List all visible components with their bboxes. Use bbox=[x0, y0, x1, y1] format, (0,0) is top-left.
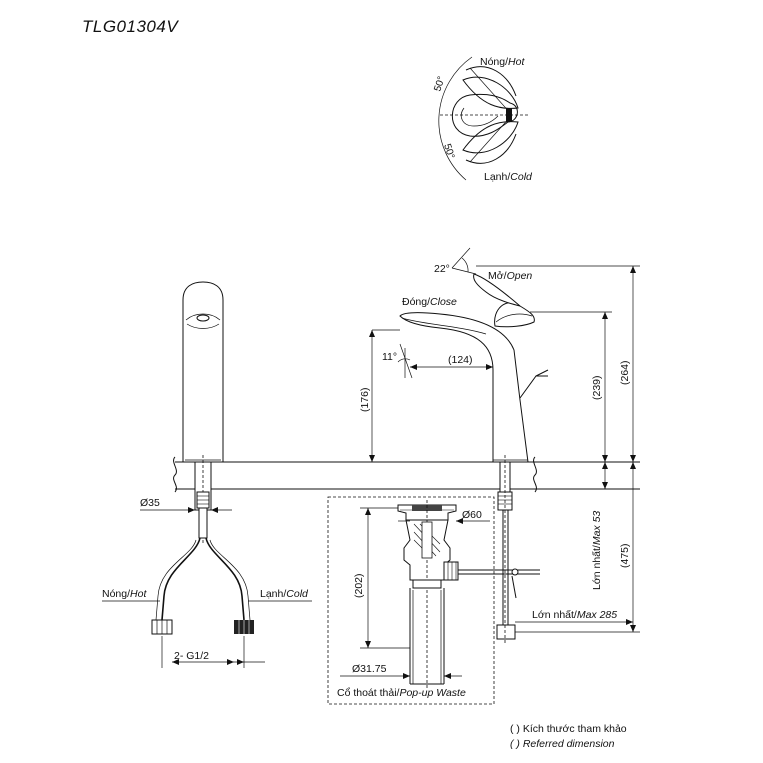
svg-text:Lớn nhất/Max 53: Lớn nhất/Max 53 bbox=[591, 511, 603, 590]
front-cold-label-en: Cold bbox=[286, 588, 309, 600]
svg-text:Nóng/Hot: Nóng/Hot bbox=[102, 588, 147, 600]
model-number: TLG01304V bbox=[82, 17, 179, 36]
svg-text:Mở/Open: Mở/Open bbox=[488, 270, 532, 282]
close-label-en: Close bbox=[430, 296, 457, 308]
angle-spout: 11° bbox=[382, 351, 397, 363]
dim-shank: Ø35 bbox=[140, 497, 160, 509]
dim-waste-height: (202) bbox=[353, 573, 365, 598]
front-view: Ø35 Nóng/Hot Lạnh/Cold 2- G1/2 bbox=[102, 281, 312, 668]
open-label: Mở/ bbox=[488, 270, 507, 282]
svg-text:Nóng/Hot: Nóng/Hot bbox=[480, 56, 525, 68]
close-label: Đóng/ bbox=[402, 296, 430, 308]
front-hot-label: Nóng/ bbox=[102, 588, 130, 600]
front-cold-label: Lạnh/ bbox=[260, 588, 286, 600]
angle-hot: 50° bbox=[432, 75, 447, 93]
max-53-label-en: Max 53 bbox=[591, 511, 603, 546]
open-label-en: Open bbox=[507, 270, 533, 282]
max-53-label: Lớn nhất/ bbox=[591, 545, 603, 590]
dim-reach: (124) bbox=[448, 354, 473, 366]
angle-open: 22° bbox=[434, 263, 450, 275]
svg-text:Lạnh/Cold: Lạnh/Cold bbox=[260, 588, 309, 600]
dim-waste-pipe: Ø31.75 bbox=[352, 663, 387, 675]
hot-label-en: Hot bbox=[508, 56, 525, 68]
svg-text:Lớn nhất/Max 285: Lớn nhất/Max 285 bbox=[532, 609, 617, 621]
popup-waste: Ø60 (202) Ø31.75 Cổ thoát thải/Pop-up Wa… bbox=[327, 496, 495, 705]
legend-en: ( ) Referred dimension bbox=[510, 738, 615, 750]
svg-text:Lạnh/Cold: Lạnh/Cold bbox=[484, 171, 533, 183]
waste-frame bbox=[327, 496, 495, 705]
cold-label: Lạnh/ bbox=[484, 171, 510, 183]
dim-spout-height: (176) bbox=[359, 387, 371, 412]
dim-waste-top: Ø60 bbox=[462, 509, 482, 521]
dim-264: (264) bbox=[619, 360, 631, 385]
waste-caption-en: Pop-up Waste bbox=[399, 687, 466, 699]
front-hot-label-en: Hot bbox=[130, 588, 147, 600]
svg-text:Đóng/Close: Đóng/Close bbox=[402, 296, 457, 308]
dim-239: (239) bbox=[591, 375, 603, 400]
countertop bbox=[173, 456, 640, 493]
dim-475: (475) bbox=[619, 543, 631, 568]
waste-caption: Cổ thoát thải/ bbox=[337, 687, 400, 699]
max-285-label-en: Max 285 bbox=[577, 609, 617, 621]
legend-vi: ( ) Kích thước tham khảo bbox=[510, 723, 627, 735]
svg-text:Cổ thoát thải/Pop-up Waste: Cổ thoát thải/Pop-up Waste bbox=[337, 687, 466, 699]
angle-cold: 50° bbox=[441, 143, 456, 161]
side-view: 22° Mở/Open Đóng/Close 11° (124) (176) (… bbox=[359, 247, 640, 645]
handle-top-view: 50° 50° Nóng/Hot Lạnh/Cold bbox=[432, 56, 533, 183]
max-285-label: Lớn nhất/ bbox=[532, 609, 577, 621]
thread-label: 2- G1/2 bbox=[174, 650, 209, 662]
cold-label-en: Cold bbox=[510, 171, 533, 183]
hot-label: Nóng/ bbox=[480, 56, 508, 68]
